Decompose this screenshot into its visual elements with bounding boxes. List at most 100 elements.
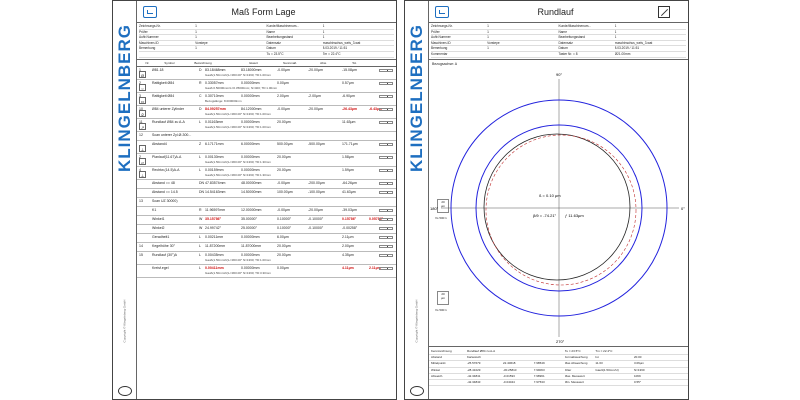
results-cell: 7.98961 bbox=[533, 373, 545, 378]
feature-name: Rechtw.(14.5)A-A bbox=[152, 167, 180, 172]
feature-number: 3 bbox=[139, 93, 141, 98]
brand-logo: KLINGELNBERG bbox=[407, 24, 426, 172]
results-header-cell bbox=[634, 349, 688, 354]
feature-value: -500.00µm bbox=[308, 141, 325, 146]
reference-circle bbox=[485, 134, 637, 286]
feature-value: 83.18468mm bbox=[205, 67, 226, 72]
feature-value: 1.58µm bbox=[342, 154, 354, 159]
feature-axis: L bbox=[199, 234, 201, 239]
feature-value: 2.11µm bbox=[342, 234, 354, 239]
metadata-value: 1 bbox=[195, 29, 197, 34]
results-cell bbox=[595, 374, 634, 379]
feature-filter-note: Gauß(1.50mm/U)L=360.00° N=1360; TD:1.30m… bbox=[205, 159, 271, 164]
feature-number: 10 bbox=[139, 106, 143, 111]
klingelnberg-emblem-icon bbox=[410, 386, 424, 396]
metadata-label: Kommentar bbox=[431, 51, 448, 56]
feature-name: Planlauf(11.67)A-A bbox=[152, 154, 182, 159]
metadata-value: 1 bbox=[614, 24, 617, 28]
angle-label-bottom: 270° bbox=[556, 339, 565, 344]
feature-symbol-icon: ○ bbox=[139, 83, 146, 91]
feature-value: 35.00000° bbox=[241, 216, 257, 221]
results-cell bbox=[534, 355, 565, 360]
feature-value: -20.00µm bbox=[308, 67, 323, 72]
results-cell: N=1360 bbox=[633, 367, 645, 372]
sheet-sidebar: KLINGELNBERG Copyright © Klingelnberg Gm… bbox=[405, 1, 429, 399]
metadata-label: Datensatz bbox=[558, 40, 573, 45]
feature-value: 0.00000mm bbox=[241, 93, 260, 98]
results-cell bbox=[431, 380, 467, 385]
runout-symbol-icon bbox=[658, 5, 670, 18]
metadata-value: 1 bbox=[195, 35, 197, 40]
column-header: Bezeichnung bbox=[194, 60, 212, 65]
results-cell: Filter bbox=[564, 367, 572, 372]
metadata-label: Datensatz bbox=[266, 40, 281, 45]
feature-axis: C bbox=[199, 93, 202, 98]
metadata-value: Vorstepe bbox=[195, 40, 208, 45]
feature-value: 2.00µm bbox=[277, 93, 289, 98]
metadata-label bbox=[139, 52, 195, 57]
feature-name: Abstand == 48 bbox=[152, 180, 175, 185]
metadata-value bbox=[487, 52, 558, 57]
results-cell: Ist bbox=[595, 355, 599, 360]
tolerance-bar bbox=[379, 94, 393, 98]
feature-value: 0.15786° bbox=[342, 216, 357, 221]
results-cell: Winkel bbox=[431, 367, 441, 372]
metadata-value bbox=[195, 52, 266, 57]
results-cell: -25.57679 bbox=[466, 361, 481, 366]
metadata-value: maschinschus_wels_3.wat bbox=[614, 40, 653, 45]
feature-filter-note: Gauß(1.50mm/U)L=360.00° N=1360; TD:3.30m… bbox=[205, 270, 271, 275]
tolerance-bar bbox=[379, 155, 393, 159]
feature-value: -26.43µm bbox=[342, 106, 358, 111]
tolerance-bar bbox=[379, 142, 393, 146]
metadata-value: 1 bbox=[487, 46, 489, 51]
feature-name: K1 bbox=[152, 207, 157, 212]
feature-value: 84.12000mm bbox=[241, 106, 262, 111]
feature-value: -0.10000° bbox=[308, 225, 324, 230]
metadata-value: 1 bbox=[322, 24, 325, 28]
metadata-value: Vorstepe bbox=[487, 40, 500, 45]
feature-axis: L bbox=[199, 119, 201, 124]
feature-value: 20.00µm bbox=[277, 119, 291, 124]
metadata-value: 1 bbox=[614, 35, 617, 40]
feature-value: 0.00000mm bbox=[241, 234, 260, 239]
results-cell: -28.41029 bbox=[466, 367, 481, 372]
feature-value: 48.00000mm bbox=[241, 180, 262, 185]
copyright-note: Copyright © Klingelnberg GmbH bbox=[414, 299, 418, 343]
feature-value: 0.00µm bbox=[277, 80, 289, 85]
feature-value: -20.00µm bbox=[308, 207, 323, 212]
tolerance-bar bbox=[379, 235, 393, 239]
feature-name: Abstand == 14.5 bbox=[152, 189, 178, 194]
runout-polar-plot: 90° 270° 180° 0° ß = 0.10 µm β/θ = -74.2… bbox=[430, 72, 685, 344]
metadata-label: Auftr.Nummer bbox=[139, 35, 159, 40]
results-cell: 1069 bbox=[633, 373, 641, 378]
angle-label-top: 90° bbox=[556, 72, 562, 77]
feature-value: 84.09257mm bbox=[205, 106, 226, 111]
feature-value: 100.00µm bbox=[277, 189, 293, 194]
report-sheet-measurement: KLINGELNBERG Copyright © Klingelnberg Gm… bbox=[112, 0, 397, 400]
feature-value: 0.30710mm bbox=[205, 93, 224, 98]
sheet-sidebar: KLINGELNBERG Copyright © Klingelnberg Gm… bbox=[113, 1, 137, 399]
tolerance-bar bbox=[379, 68, 393, 72]
feature-number: 2 bbox=[139, 154, 141, 159]
feature-name: Kreisf.egel bbox=[152, 265, 169, 270]
feature-value: -0.00µm bbox=[277, 106, 290, 111]
feature-name: Geradheit1 bbox=[152, 234, 170, 239]
metadata-label: Name bbox=[558, 29, 567, 34]
feature-axis: L bbox=[199, 154, 201, 159]
feature-value: -20.00µm bbox=[308, 106, 323, 111]
feature-axis: D bbox=[199, 67, 202, 72]
feature-value: -6.90µm bbox=[342, 93, 355, 98]
metadata-label: Zeichnungs-Nr. bbox=[139, 24, 161, 28]
metadata-value: 1 bbox=[487, 24, 489, 28]
